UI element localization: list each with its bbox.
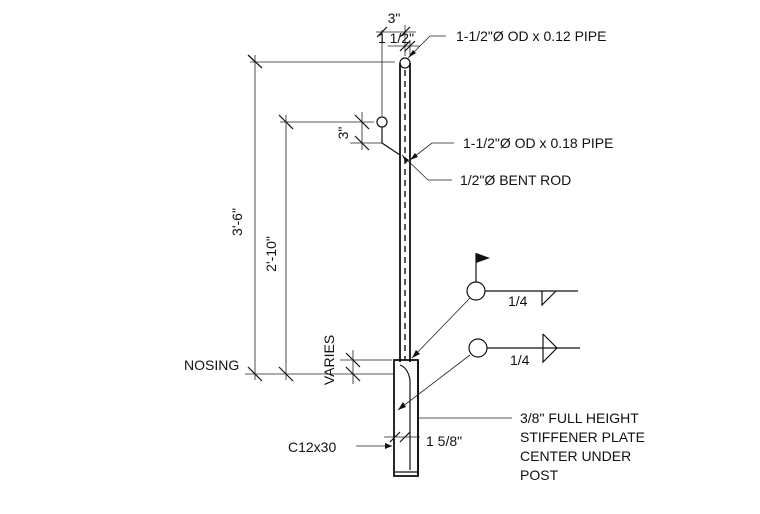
pipe-top-cap xyxy=(399,57,411,69)
dim-varies: VARIES xyxy=(321,335,392,385)
dim-plate-offset: 1 5/8" xyxy=(384,431,462,449)
field-weld-flag-icon xyxy=(476,253,490,263)
channel-label: C12x30 xyxy=(288,439,336,455)
leader-bent-rod xyxy=(401,154,452,181)
weld-symbol-upper: 1/4 xyxy=(411,253,578,359)
bent-rod-label: 1/2"Ø BENT ROD xyxy=(460,172,571,188)
weld-leader-lower xyxy=(397,354,471,411)
varies-text: VARIES xyxy=(321,335,337,385)
weld-all-around-lower xyxy=(468,338,488,358)
top-width-text: 3" xyxy=(388,10,401,26)
handrail-post xyxy=(399,57,411,362)
rod-offset-text: 3" xyxy=(335,127,351,140)
arrow-pipe-main xyxy=(410,153,418,160)
rail-height-text: 2'-10" xyxy=(263,236,279,272)
tick-3in-right xyxy=(399,26,411,38)
weld-upper-size: 1/4 xyxy=(508,293,528,309)
tick-rail-top xyxy=(278,114,294,130)
dim-overall-height: 3'-6" xyxy=(229,54,395,382)
pipe-main-label: 1-1/2"Ø OD x 0.18 PIPE xyxy=(463,135,613,151)
leader-pipe-top xyxy=(407,35,446,59)
stiffener-line1: 3/8" FULL HEIGHT xyxy=(520,410,639,426)
channel-section xyxy=(393,359,419,477)
rod-end-circle xyxy=(376,116,388,128)
nosing-label: NOSING xyxy=(184,357,239,373)
rod-bend xyxy=(381,127,401,156)
weld-arrow-lower xyxy=(398,402,406,410)
nosing-reference: NOSING xyxy=(184,357,394,375)
plate-offset-text: 1 5/8" xyxy=(426,433,462,449)
dim-top-width: 3" 1 1/2" xyxy=(376,10,420,116)
weld-lower-size: 1/4 xyxy=(510,352,530,368)
stiffener-plate xyxy=(399,364,411,470)
arrow-channel xyxy=(385,443,392,449)
tick-plate-left xyxy=(389,431,401,443)
weld-leader-upper xyxy=(411,297,471,359)
tick-3in-left xyxy=(376,26,388,38)
weld-arrow-upper xyxy=(412,350,420,358)
fillet-weld-upper-icon xyxy=(541,290,557,307)
dim-rail-height: 2'-10" xyxy=(263,114,374,382)
callouts: 1-1/2"Ø OD x 0.12 PIPE 1-1/2"Ø OD x 0.18… xyxy=(401,28,613,188)
tick-varies-top xyxy=(345,352,361,368)
weld-all-around-upper xyxy=(466,281,486,301)
pipe-top-label: 1-1/2"Ø OD x 0.12 PIPE xyxy=(456,28,606,44)
dim-rod-offset: 3" xyxy=(335,112,382,151)
tick-half-left xyxy=(399,40,411,52)
tick-rod-bottom xyxy=(354,135,370,151)
arrow-pipe-top xyxy=(408,50,416,58)
overall-height-text: 3'-6" xyxy=(229,208,245,236)
channel-outline xyxy=(393,359,419,477)
arrow-bent-rod xyxy=(402,155,409,163)
stiffener-callout: 3/8" FULL HEIGHT STIFFENER PLATE CENTER … xyxy=(418,410,645,483)
fillet-weld-lower-icon xyxy=(542,333,558,364)
stiffener-line2: STIFFENER PLATE xyxy=(520,429,645,445)
leader-pipe-main xyxy=(409,142,454,161)
stiffener-line3: CENTER UNDER xyxy=(520,448,631,464)
bent-rod xyxy=(376,116,401,156)
tick-half-right xyxy=(404,40,416,52)
tick-plate-right xyxy=(399,431,411,443)
tick-rod-top xyxy=(354,114,370,130)
top-half-text: 1 1/2" xyxy=(378,30,414,46)
channel-callout: C12x30 xyxy=(288,439,392,455)
tick-varies-bottom xyxy=(345,366,361,382)
tick-overall-top xyxy=(247,54,263,69)
stiffener-line4: POST xyxy=(520,467,559,483)
weld-symbol-lower: 1/4 xyxy=(397,333,580,411)
